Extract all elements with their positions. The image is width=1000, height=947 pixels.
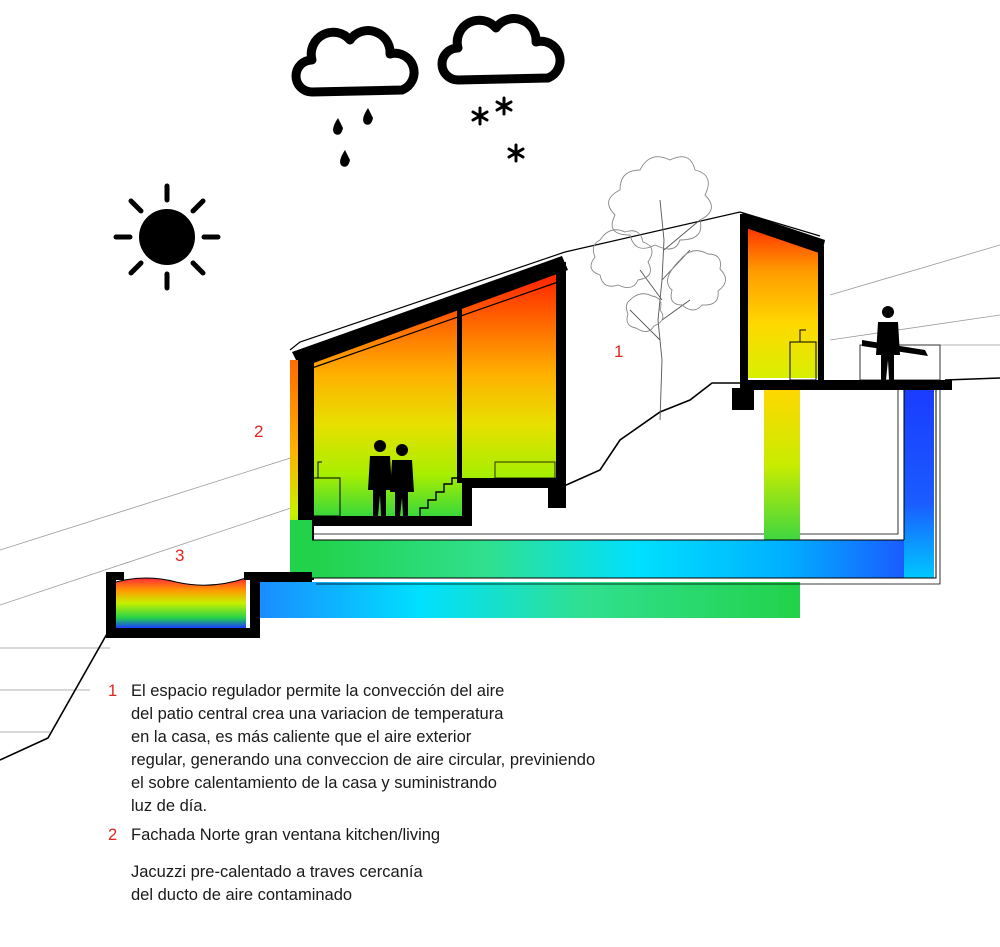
callout-courtyard: 1 [614,342,624,361]
tree-icon [590,156,726,421]
main-house-section [290,256,568,580]
legend-text: Fachada Norte gran ventana kitchen/livin… [131,826,441,844]
legend-text: El espacio regulador permite la convecci… [131,682,596,815]
snow-cloud-icon [437,14,565,163]
people-silhouette-icon [368,440,414,516]
air-duct-system [250,390,941,638]
sun-icon [113,183,221,291]
legend-number: 2 [108,826,118,844]
callout-jacuzzi: 3 [175,546,185,565]
legend-number: 1 [108,682,118,700]
roof-outline [289,211,821,351]
rain-cloud-icon [291,26,419,167]
terrain-lines [0,244,1000,733]
legend: 1 El espacio regulador permite la convec… [108,680,628,907]
person-with-snowboard-icon [862,306,928,380]
upper-pavilion-section [732,212,952,410]
jacuzzi-section [106,572,260,638]
legend-item-1: 1 El espacio regulador permite la convec… [108,680,628,818]
legend-item-2: 2 Fachada Norte gran ventana kitchen/liv… [108,824,628,847]
callout-north-facade: 2 [254,422,264,441]
legend-note: Jacuzzi pre-calentado a traves cercanía … [131,863,423,904]
